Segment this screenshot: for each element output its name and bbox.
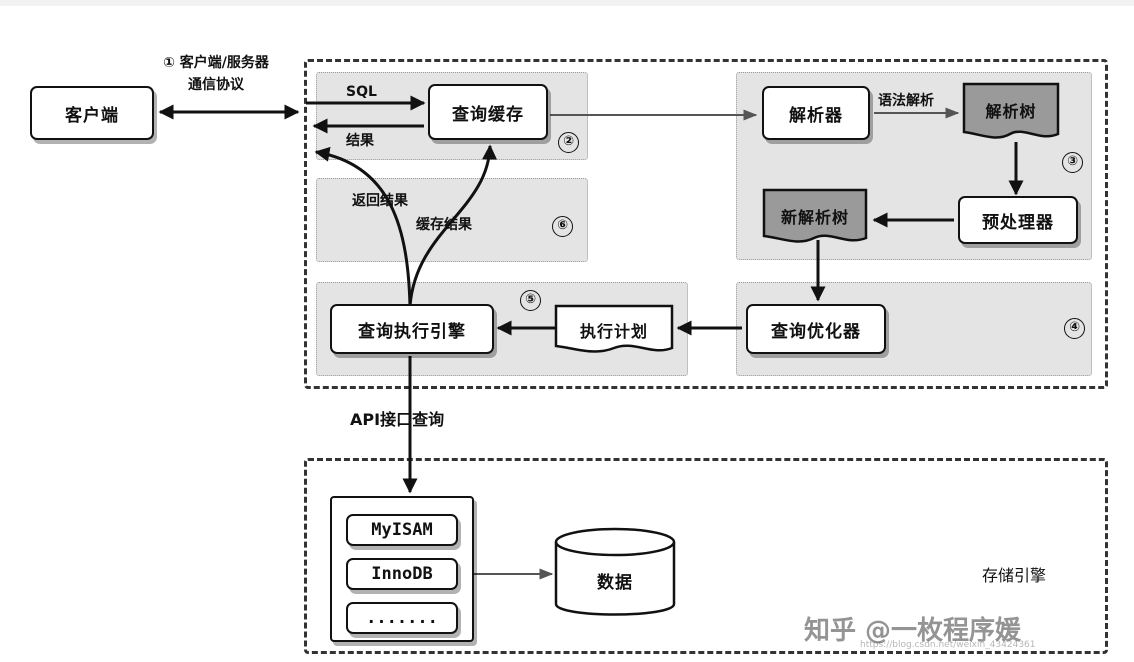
protocol-line2: 通信协议	[188, 77, 244, 93]
cache-result-label: 缓存结果	[416, 217, 472, 233]
query-cache-label: 查询缓存	[452, 104, 524, 125]
storage-engine-label: 存储引擎	[982, 566, 1047, 585]
exec-engine-box: 查询执行引擎	[330, 304, 494, 354]
protocol-label: ① 客户端/服务器 通信协议	[132, 52, 300, 94]
step-6: ⑥	[552, 216, 573, 237]
preprocessor-label: 预处理器	[982, 212, 1054, 233]
client-label: 客户端	[65, 105, 119, 126]
step-4: ④	[1064, 318, 1085, 339]
data-label: 数据	[597, 573, 633, 593]
result-label: 结果	[346, 133, 374, 149]
exec-engine-label: 查询执行引擎	[358, 321, 466, 342]
step-2: ②	[558, 132, 579, 153]
sql-label: SQL	[346, 84, 377, 100]
step-1: ①	[163, 55, 175, 71]
exec-plan-shape	[554, 304, 674, 353]
data-cylinder	[554, 527, 676, 616]
server-frame	[304, 59, 1108, 389]
arrow-cache-back	[408, 144, 498, 307]
arrow-return-result	[314, 146, 412, 307]
parse-tree-label: 解析树	[985, 102, 1037, 121]
exec-plan-label: 执行计划	[579, 322, 648, 341]
optimizer-label: 查询优化器	[771, 321, 861, 342]
engine-innodb-label: InnoDB	[371, 564, 433, 584]
region-return	[316, 178, 588, 262]
watermark-sub: https://blog.csdn.net/weixin_43424361	[860, 640, 1036, 650]
engine-myisam-label: MyISAM	[371, 520, 433, 540]
engine-myisam: MyISAM	[346, 514, 458, 546]
protocol-line1: 客户端/服务器	[179, 55, 269, 71]
storage-frame	[304, 458, 1108, 654]
step-3: ③	[1062, 152, 1083, 173]
query-cache-box: 查询缓存	[428, 84, 548, 140]
step-5: ⑤	[520, 290, 541, 311]
preprocessor-box: 预处理器	[958, 196, 1078, 244]
parse-tree-shape	[962, 82, 1060, 139]
optimizer-box: 查询优化器	[746, 304, 886, 354]
return-result-label: 返回结果	[352, 193, 408, 209]
engine-more-label: .......	[366, 608, 438, 628]
top-strip	[0, 0, 1134, 6]
parse-label: 语法解析	[878, 93, 934, 109]
new-parse-tree-label: 新解析树	[780, 208, 849, 227]
parser-label: 解析器	[789, 105, 843, 126]
engine-innodb: InnoDB	[346, 558, 458, 590]
watermark-main: 知乎 @一枚程序媛	[804, 616, 1022, 646]
api-label: API接口查询	[350, 410, 445, 429]
engine-more: .......	[346, 602, 458, 634]
client-box: 客户端	[30, 86, 154, 140]
parser-box: 解析器	[762, 86, 870, 140]
new-parse-tree-shape	[762, 188, 868, 243]
